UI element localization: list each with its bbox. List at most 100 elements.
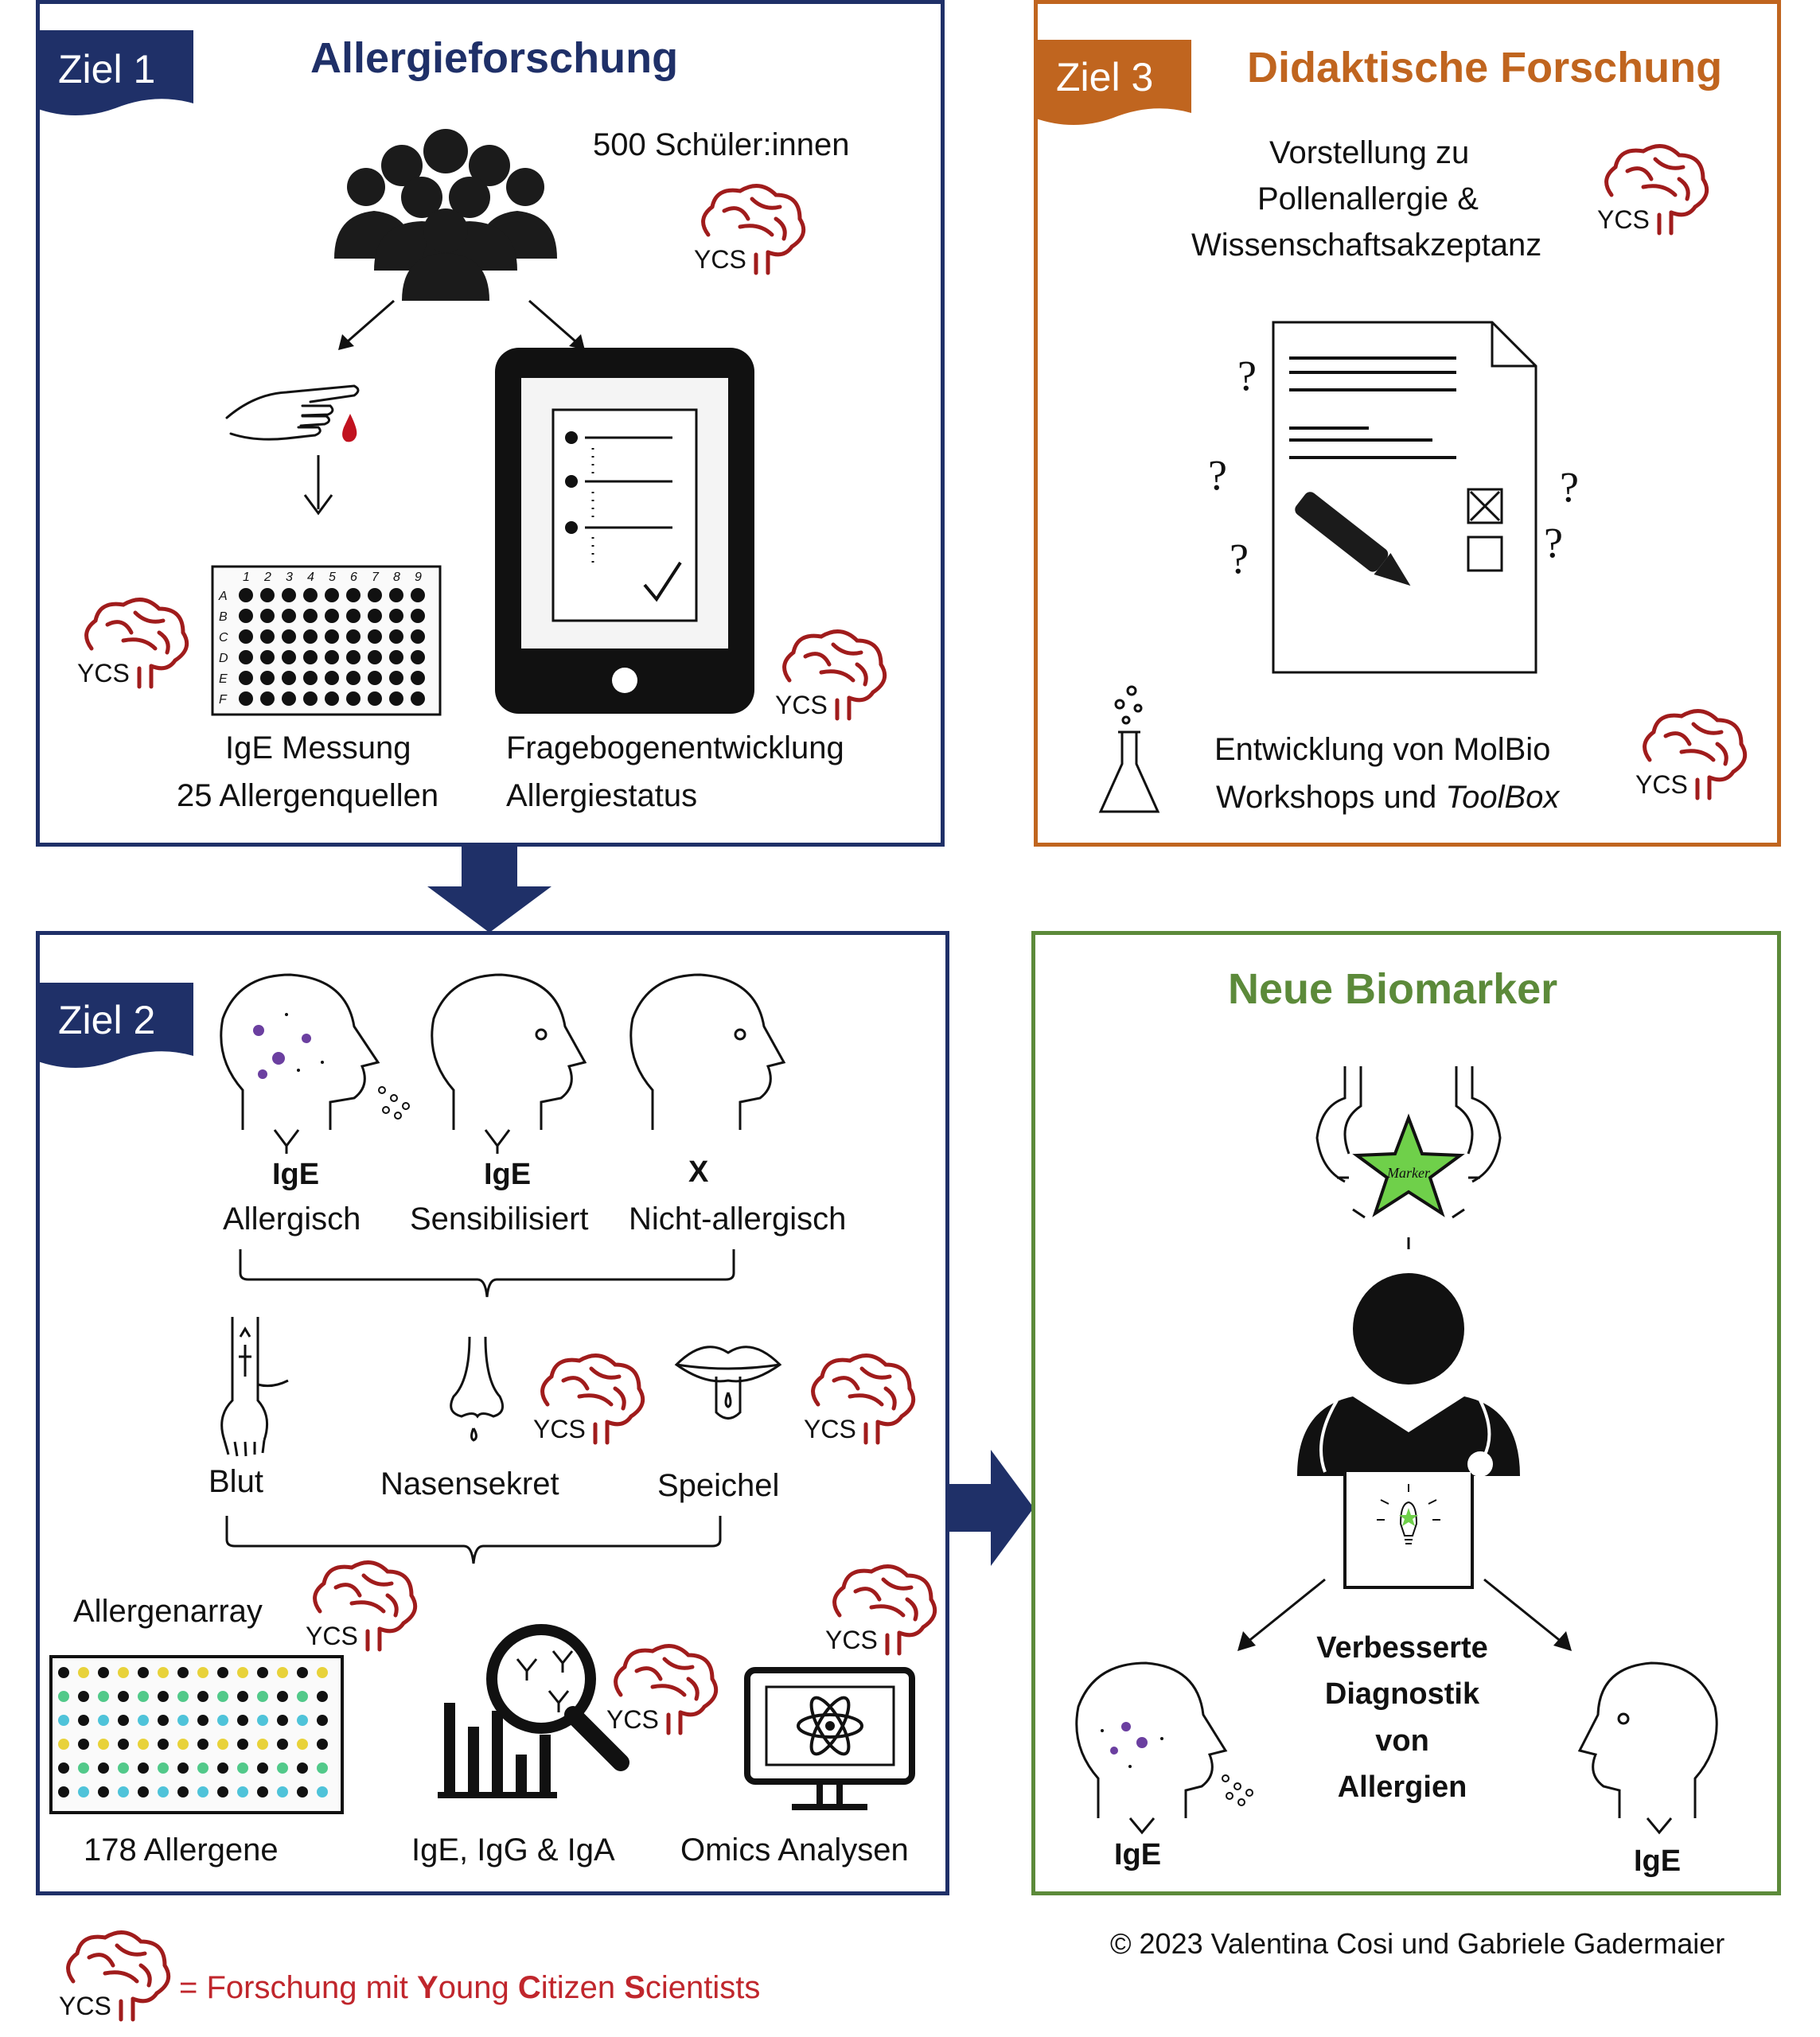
- immunoglobulin-analysis-icon: [438, 1624, 629, 1798]
- plate-well: [303, 691, 318, 706]
- array-spot: [317, 1786, 328, 1797]
- diag-line-3: von: [1375, 1724, 1429, 1758]
- plate-col-label: 8: [393, 571, 400, 584]
- svg-text:?: ?: [1208, 451, 1227, 499]
- array-spot: [58, 1786, 69, 1797]
- allergen-array-title: Allergenarray: [73, 1594, 263, 1629]
- ig-caption: IgE, IgG & IgA: [411, 1833, 615, 1868]
- legend-s: S: [624, 1970, 645, 2005]
- array-spot: [177, 1786, 189, 1797]
- plate-well: [389, 629, 403, 644]
- idea-line-1: Vorstellung zu: [1269, 135, 1470, 170]
- array-spot: [98, 1786, 109, 1797]
- plate-well: [325, 671, 339, 685]
- array-spot: [118, 1786, 129, 1797]
- plate-well: [325, 588, 339, 602]
- array-spot: [297, 1715, 308, 1726]
- array-spot: [177, 1739, 189, 1750]
- array-spot: [118, 1715, 129, 1726]
- group-label-sensitized: Sensibilisiert: [410, 1202, 589, 1237]
- array-spot: [237, 1667, 248, 1678]
- array-spot: [257, 1762, 268, 1774]
- legend-oung: oung: [438, 1970, 518, 2005]
- array-spot: [138, 1715, 149, 1726]
- plate-well: [389, 588, 403, 602]
- plate-well: [325, 609, 339, 623]
- plate-well: [389, 691, 403, 706]
- array-spot: [138, 1786, 149, 1797]
- allergen-array-icon: [49, 1655, 344, 1814]
- copyright: © 2023 Valentina Cosi und Gabriele Gader…: [1110, 1927, 1725, 1960]
- array-spot: [158, 1786, 169, 1797]
- array-spot: [217, 1739, 228, 1750]
- goal1-panel: [36, 0, 945, 847]
- ycs-brain-nose: YCS: [533, 1353, 645, 1445]
- plate-well: [239, 629, 253, 644]
- array-spot: [257, 1786, 268, 1797]
- goal1-tag: Ziel 1: [58, 47, 156, 92]
- group-marker-allergic: IgE: [272, 1158, 320, 1191]
- array-spot: [277, 1715, 288, 1726]
- group-label-allergic: Allergisch: [223, 1202, 361, 1237]
- plate-well: [411, 671, 425, 685]
- plate-well: [260, 629, 275, 644]
- allergen-sources-label: 25 Allergenquellen: [177, 778, 439, 813]
- plate-well: [325, 629, 339, 644]
- array-spot: [58, 1715, 69, 1726]
- array-spot: [118, 1762, 129, 1774]
- array-spot: [257, 1715, 268, 1726]
- array-spot: [118, 1691, 129, 1702]
- tablet-questionnaire-icon: [495, 348, 754, 714]
- array-spot: [277, 1786, 288, 1797]
- sample-saliva-label: Speichel: [657, 1468, 780, 1503]
- arrow-down-small: [303, 455, 333, 516]
- right-head-ige: IgE: [1634, 1844, 1682, 1878]
- plate-well: [303, 609, 318, 623]
- diag-line-2: Diagnostik: [1324, 1677, 1480, 1711]
- plate-well: [325, 691, 339, 706]
- plate-well: [282, 671, 296, 685]
- array-spot: [317, 1762, 328, 1774]
- plate-well: [346, 629, 360, 644]
- plate-well: [411, 691, 425, 706]
- star-marker-text: Marker: [1386, 1165, 1431, 1181]
- svg-text:YCS: YCS: [1597, 205, 1650, 234]
- array-spot: [78, 1715, 89, 1726]
- array-spot: [297, 1786, 308, 1797]
- legend-y: Y: [417, 1970, 438, 2005]
- ige-measure-label: IgE Messung: [225, 730, 411, 765]
- array-spot: [177, 1762, 189, 1774]
- array-spot: [317, 1739, 328, 1750]
- goal3-title: Didaktische Forschung: [1247, 44, 1723, 92]
- allergy-status-label: Allergiestatus: [506, 778, 698, 813]
- nose-icon: [450, 1336, 505, 1442]
- array-spot: [317, 1691, 328, 1702]
- array-spot: [78, 1691, 89, 1702]
- plate-well: [368, 691, 382, 706]
- legend-itizen: itizen: [540, 1970, 625, 2005]
- ycs-brain-idea: YCS: [1597, 144, 1709, 236]
- questionnaire-label: Fragebogenentwicklung: [506, 730, 844, 765]
- bracket-groups: [239, 1249, 735, 1298]
- mouth-saliva-icon: [674, 1346, 782, 1420]
- array-spot: [138, 1691, 149, 1702]
- array-spot: [158, 1691, 169, 1702]
- svg-text:?: ?: [1230, 535, 1249, 582]
- idea-line-3: Wissenschaftsakzeptanz: [1191, 228, 1542, 263]
- plate-well: [303, 629, 318, 644]
- array-spot: [237, 1715, 248, 1726]
- idea-line-2: Pollenallergie &: [1257, 181, 1479, 216]
- ycs-brain-workshop: YCS: [1635, 709, 1748, 800]
- crowd-icon: [334, 129, 557, 301]
- array-spot: [277, 1667, 288, 1678]
- plate-well: [282, 691, 296, 706]
- array-spot: [78, 1762, 89, 1774]
- arrow-to-left-head: [1237, 1578, 1326, 1651]
- array-spot: [58, 1667, 69, 1678]
- group-label-non-allergic: Nicht-allergisch: [629, 1202, 847, 1237]
- array-spot: [257, 1691, 268, 1702]
- array-spot: [297, 1667, 308, 1678]
- svg-text:YCS: YCS: [59, 1992, 111, 2020]
- group-marker-sensitized: IgE: [484, 1158, 532, 1191]
- ycs-brain-students: YCS: [694, 184, 806, 275]
